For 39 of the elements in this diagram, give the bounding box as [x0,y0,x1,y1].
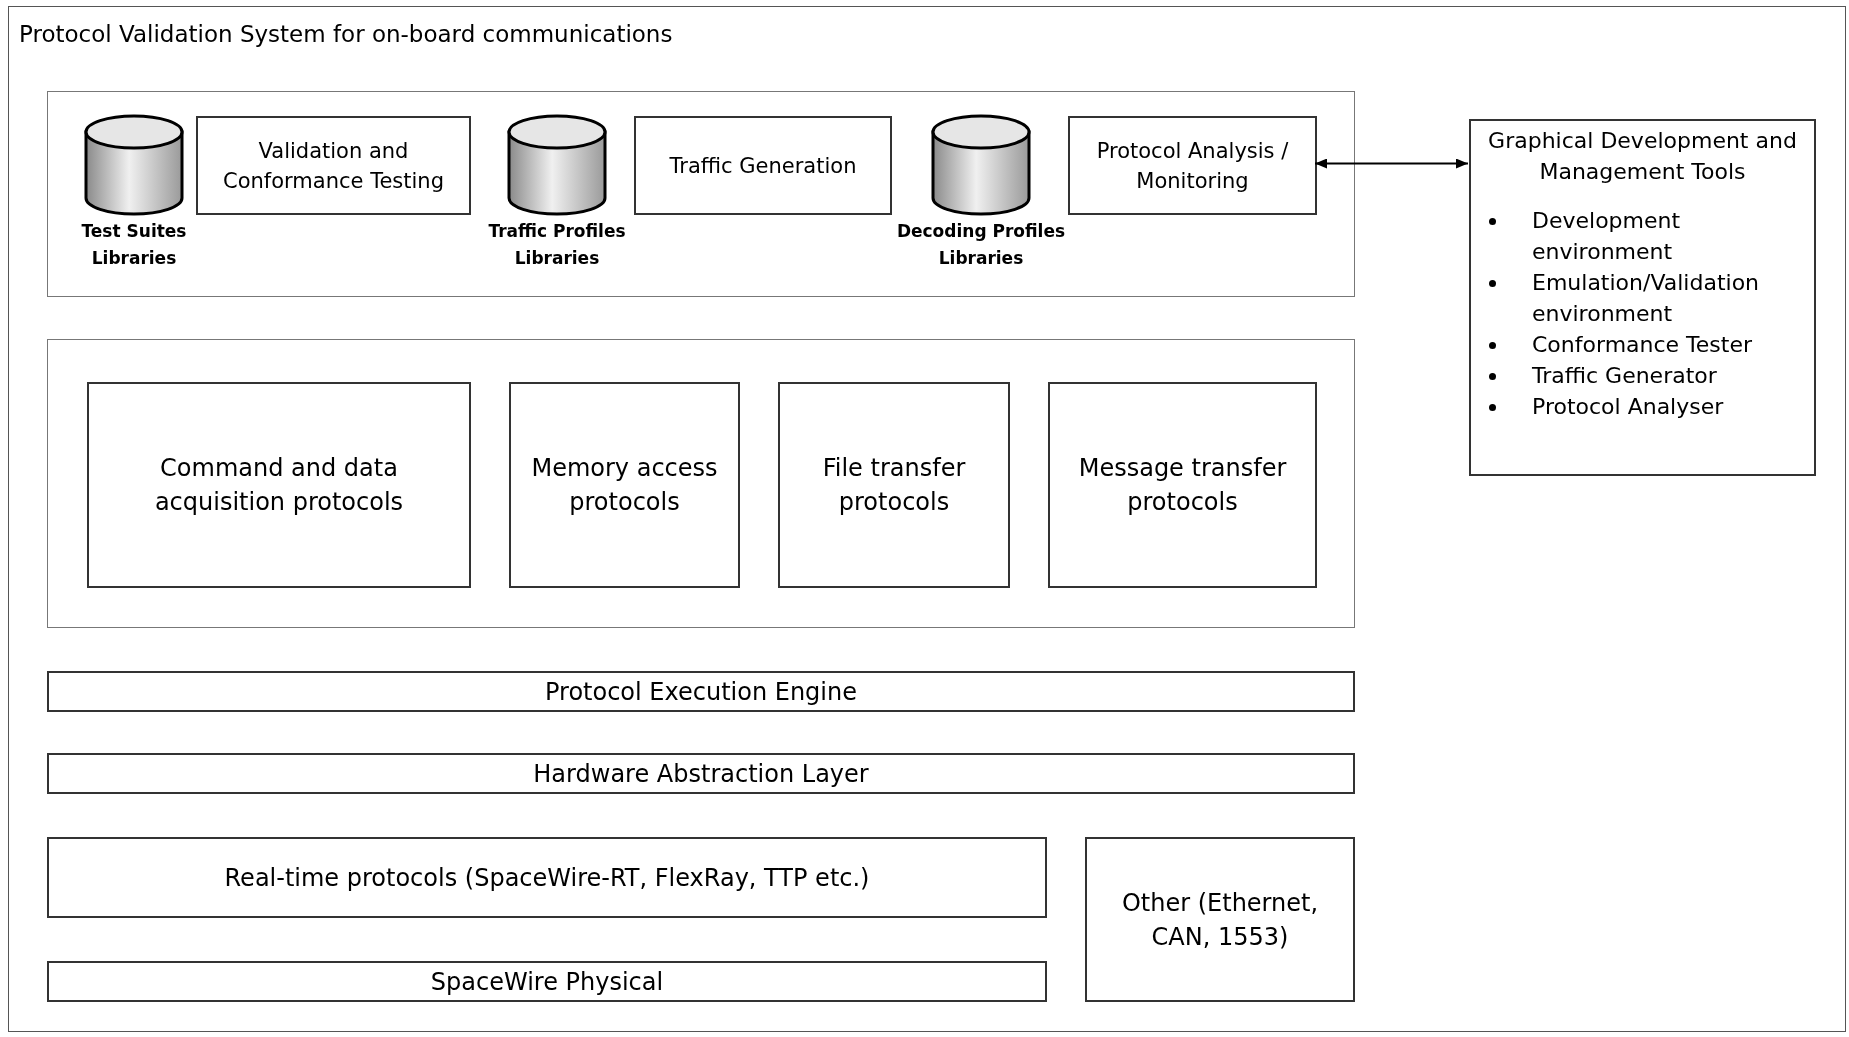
tools-box [1469,119,1816,476]
component-box [1048,382,1317,588]
box-text: Memory access protocols [531,454,718,516]
tool-item: Development environment [1532,208,1681,264]
component-box [634,116,892,215]
component-box [196,116,471,215]
tool-item: Protocol Analyser [1532,394,1724,419]
box-text: Protocol Execution Engine [545,677,857,706]
box-text: File transfer protocols [822,454,966,516]
component-box [1068,116,1317,215]
group-panel [47,91,1355,297]
box-text: Command and data acquisition protocols [154,454,404,516]
library-label: Test Suites Libraries [81,221,187,268]
group-panel [47,339,1355,628]
frame-title: Protocol Validation System for on-board communications [19,21,673,47]
box-text: Real-time protocols (SpaceWire-RT, FlexRay, TTP etc.) [224,863,870,892]
component-box [87,382,471,588]
layer-bar [47,837,1047,918]
component-box [509,382,740,588]
layer-bar [47,753,1355,794]
tool-item: Emulation/Validation environment [1532,270,1760,326]
box-text: Other (Ethernet, CAN, 1553) [1121,888,1319,951]
library-label: Decoding Profiles Libraries [896,221,1066,268]
box-text: Traffic Generation [669,153,857,178]
tool-item: Traffic Generator [1532,363,1717,388]
box-text: SpaceWire Physical [430,967,664,996]
layer-bar [47,671,1355,712]
box-text: Validation and Conformance Testing [223,138,444,193]
component-box [1085,837,1355,1002]
library-label: Traffic Profiles Libraries [488,221,626,268]
system-frame [8,6,1846,1032]
box-text: Protocol Analysis / Monitoring [1096,138,1289,193]
component-box [778,382,1010,588]
box-text: Hardware Abstraction Layer [533,759,869,788]
tool-item: Conformance Tester [1532,332,1752,357]
box-text: Message transfer protocols [1078,454,1287,516]
layer-bar [47,961,1047,1002]
double-arrow [1314,158,1469,169]
tools-heading: Graphical Development and Management Tools [1488,128,1797,184]
